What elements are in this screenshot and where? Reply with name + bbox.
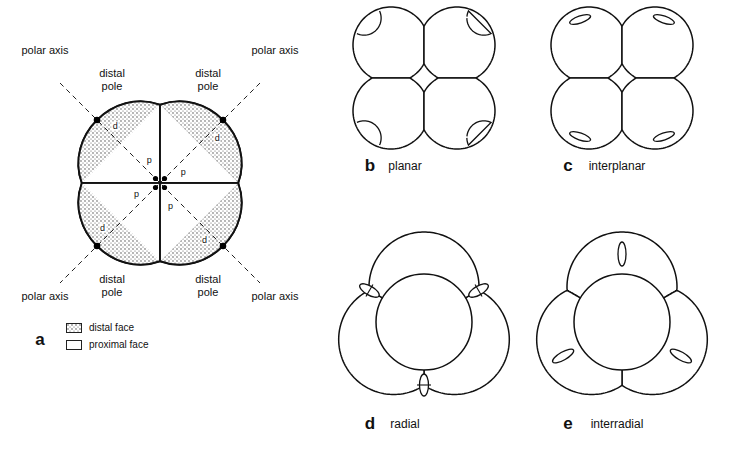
distal-pole-label: distal pole [92,67,132,92]
face-letter: d [99,223,106,232]
polar-axis-label: polar axis [21,290,68,303]
spore-cell [424,78,495,149]
legend-entry: distal face [66,322,134,333]
proximal-pole-dot [153,176,158,181]
tetrad-figure-e [537,232,708,395]
legend-swatch [66,323,82,333]
distal-pole-dot [94,243,101,250]
distal-pole-dot [220,117,227,124]
face-letter: p [167,202,174,211]
tetrad-figure-a [60,83,260,283]
polar-axis-label: polar axis [251,44,298,57]
interplanar-aperture [652,130,675,144]
interradial-aperture [551,347,576,366]
planar-aperture [467,121,491,145]
stipple-sample [67,324,81,332]
face-letter: p [146,155,153,164]
aperture-slit [475,284,482,296]
figure-letter: b [365,156,375,176]
spore-cell [574,274,670,370]
figure-caption: interradial [591,418,644,432]
polar-axis-line [60,83,260,283]
legend-label: distal face [89,322,134,333]
distal-pole-dot [94,117,101,124]
planar-aperture [357,121,381,145]
figure-caption: planar [388,160,421,174]
polar-axis-label: polar axis [251,290,298,303]
figure-caption: radial [390,418,419,432]
distal-pole-dot [220,243,227,250]
legend-swatch [66,340,82,350]
legend-entry: proximal face [66,339,148,350]
figure-letter: e [563,414,572,434]
tetrad-figure-b [353,7,495,149]
spore-cell [353,78,424,149]
interplanar-aperture [569,130,592,144]
spore-cell [622,78,693,149]
planar-aperture [467,11,491,35]
spore-cell [551,7,622,78]
tetrad-figure-d [339,232,510,396]
face-letter: p [133,189,140,198]
spore-cell [424,7,495,78]
face-letter: d [201,236,208,245]
interradial-aperture [668,347,693,366]
proximal-pole-dot [162,185,167,190]
polar-axis-line [60,83,260,283]
figure-caption: interplanar [589,160,646,174]
polar-axis-label: polar axis [21,44,68,57]
spore-cell [551,78,622,149]
interplanar-aperture [652,13,675,27]
distal-pole-label: distal pole [188,273,228,298]
distal-pole-label: distal pole [188,67,228,92]
face-letter: p [180,168,187,177]
distal-pole-label: distal pole [92,273,132,298]
face-letter: d [112,121,119,130]
tetrad-figure-c [551,7,693,149]
proximal-pole-dot [153,185,158,190]
aperture-slit [366,284,373,296]
spore-cell [622,7,693,78]
interplanar-aperture [569,13,592,27]
radial-aperture [467,281,491,300]
spore-cell [353,7,424,78]
figure-letter: d [365,414,375,434]
aperture-slit [417,384,431,385]
radial-aperture [358,281,382,300]
figure-letter: c [563,156,572,176]
interradial-aperture [618,242,626,266]
planar-aperture [357,11,381,35]
figure-letter: a [35,330,44,350]
legend-label: proximal face [89,339,148,350]
face-letter: d [214,134,221,143]
spore-cell [376,274,472,370]
proximal-pole-dot [162,176,167,181]
